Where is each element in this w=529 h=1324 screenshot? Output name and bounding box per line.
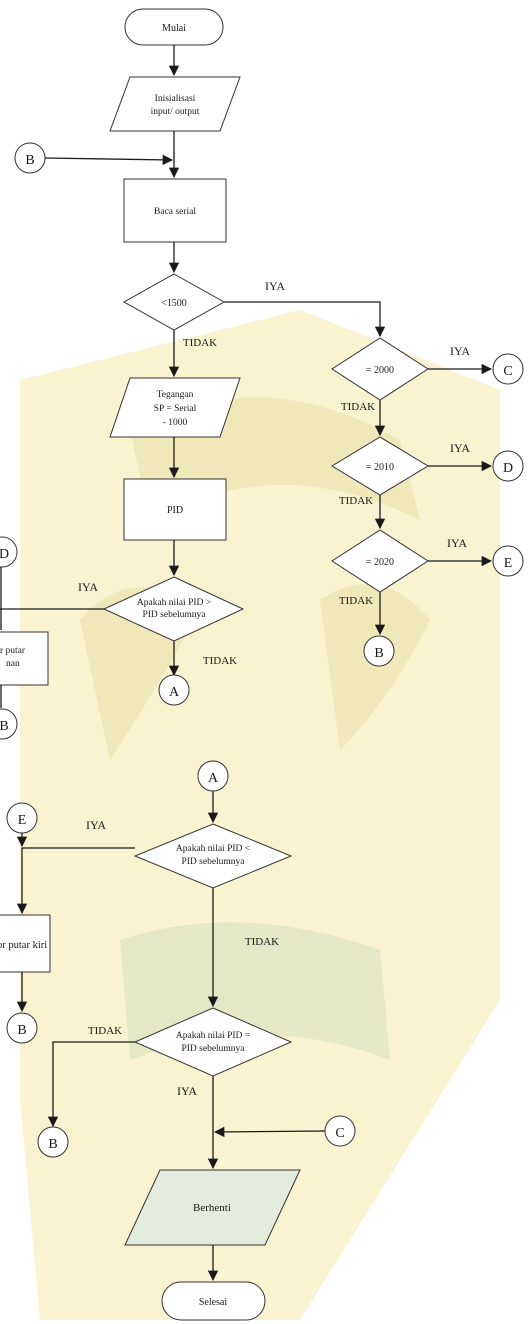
decision-pid-less-line1: Apakah nilai PID < [176,844,250,854]
connector-b-right-label: B [374,646,383,661]
connector-b-top-label: B [25,153,34,168]
voltage-label-line3: - 1000 [163,418,188,428]
no-label: TIDAK [341,401,375,413]
connector-a-bottom-label: A [169,685,180,700]
connector-e-right-label: E [504,556,513,571]
connector-b-lower-label: B [17,1023,26,1038]
no-label: TIDAK [203,655,237,667]
decision-2010-label: = 2010 [366,462,394,473]
connector-d-right-label: D [503,461,513,476]
watermark-logo [20,310,500,1320]
no-label: TIDAK [245,936,279,948]
init-label-line1: Inisialisasi [155,94,196,104]
decision-2000-label: = 2000 [366,365,394,376]
read-serial-label: Baca serial [154,207,196,217]
motor-right-line2: nan [6,659,20,669]
connector-a-top-label: A [208,771,219,786]
yes-label: IYA [447,536,467,550]
voltage-label-line1: Tegangan [157,390,194,400]
no-label: TIDAK [183,337,217,349]
voltage-label-line2: SP = Serial [154,404,197,414]
init-label-line2: input/ output [151,107,200,117]
init-io-box [110,77,240,131]
connector-c-right-label: C [503,364,512,379]
motor-left-label: or putar kiri [0,940,47,951]
connector-e-left-label: E [18,813,27,828]
decision-pid-equal-line1: Apakah nilai PID = [176,1031,250,1041]
decision-pid-greater-line1: Apakah nilai PID > [137,598,211,608]
decision-less-1500-label: <1500 [161,298,187,309]
yes-label: IYA [177,1084,197,1098]
pid-label: PID [167,505,183,516]
connector-b-left-label: B [0,719,9,734]
no-label: TIDAK [339,495,373,507]
connector-d-left-label: D [0,547,9,562]
yes-label: IYA [450,441,470,455]
yes-label: IYA [450,344,470,358]
decision-2020-label: = 2020 [366,557,394,568]
yes-label: IYA [265,279,285,293]
yes-label: IYA [78,580,98,594]
end-label: Selesai [199,1297,228,1308]
start-label: Mulai [162,23,186,34]
flow-arrow [45,158,172,160]
no-label: TIDAK [339,595,373,607]
yes-label: IYA [86,818,106,832]
motor-right-line1: r putar [0,646,26,656]
connector-b-bottom-label: B [48,1137,57,1152]
no-label: TIDAK [88,1025,122,1037]
decision-pid-greater-line2: PID sebelumnya [142,610,206,620]
connector-c-bottom-label: C [335,1126,344,1141]
decision-pid-equal-line2: PID sebelumnya [181,1044,245,1054]
decision-pid-less-line2: PID sebelumnya [181,857,245,867]
stop-label: Berhenti [193,1202,231,1214]
